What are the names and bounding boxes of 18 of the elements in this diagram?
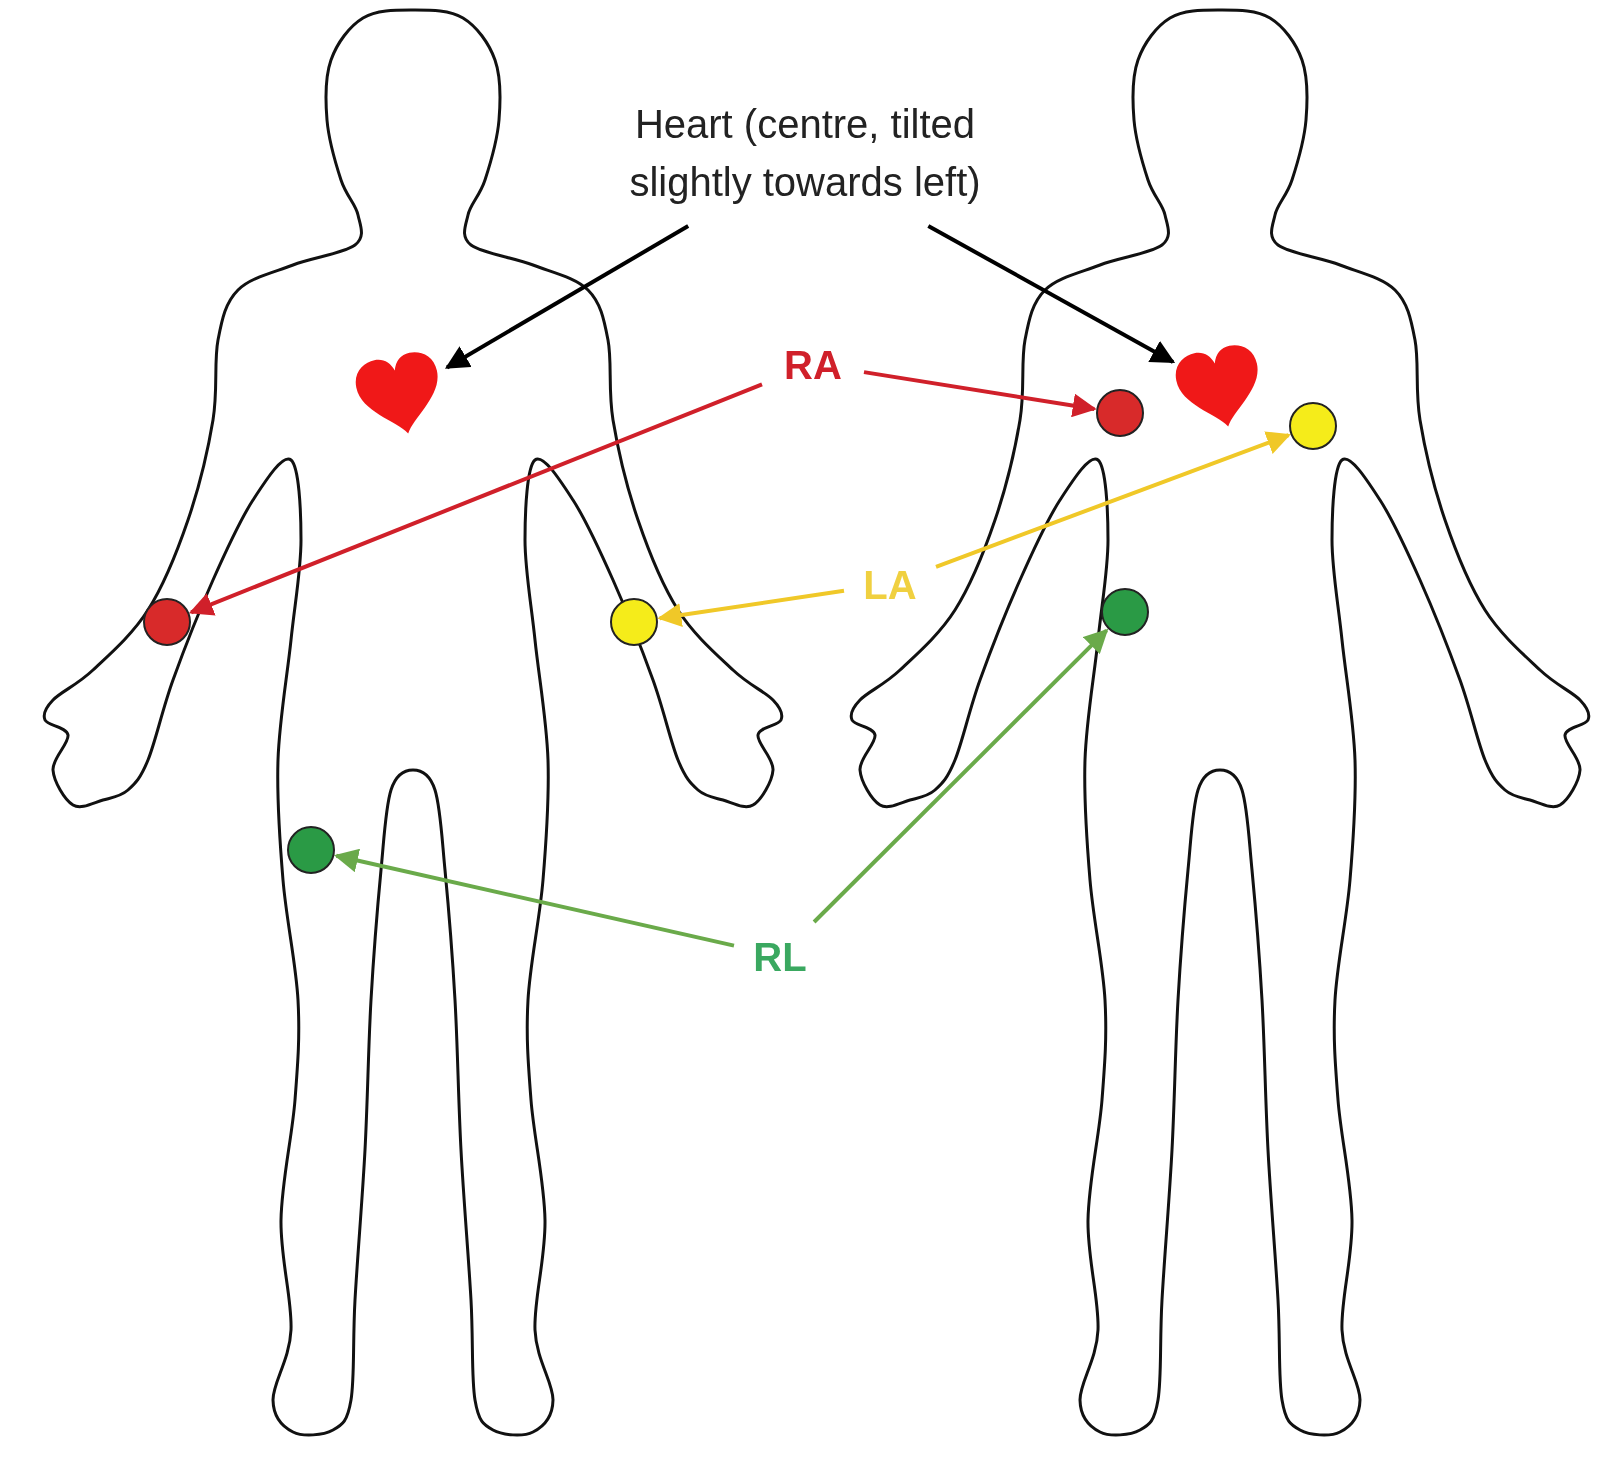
arrow — [444, 224, 690, 370]
arrow — [927, 224, 1176, 364]
arrow — [812, 628, 1109, 924]
arrow — [334, 848, 735, 948]
callout-label: LA — [850, 556, 930, 612]
electrode-dot — [1096, 389, 1144, 437]
electrode-dot — [1101, 588, 1149, 636]
callout-label: Heart (centre, tilted slightly towards left) — [575, 95, 1035, 220]
arrow — [935, 431, 1291, 569]
electrode-dot — [143, 598, 191, 646]
electrode-dot — [1289, 402, 1337, 450]
electrode-dot — [287, 826, 335, 874]
arrow — [188, 382, 763, 616]
arrow — [657, 588, 845, 627]
callout-label: RL — [740, 928, 820, 984]
callout-label: RA — [768, 336, 858, 392]
arrow — [863, 370, 1097, 418]
electrode-dot — [610, 598, 658, 646]
